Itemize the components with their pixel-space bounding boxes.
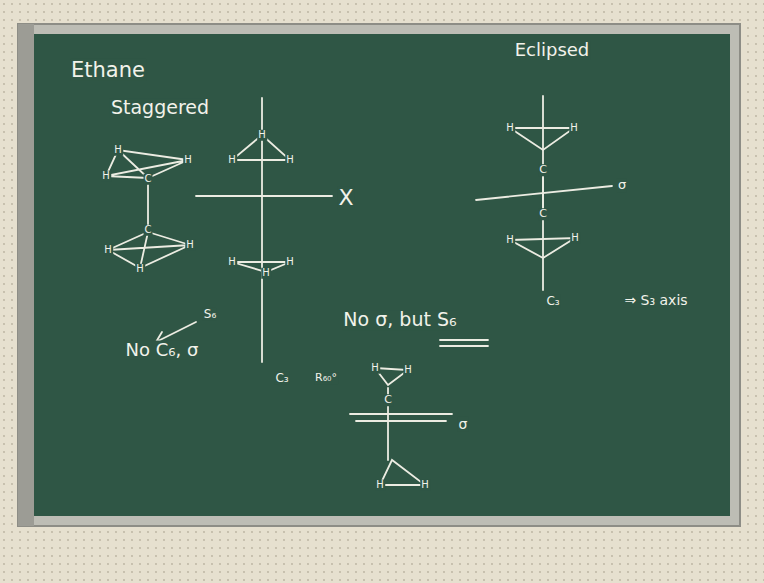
- chalk-label: X: [337, 186, 354, 209]
- chalk-label: H: [505, 123, 515, 134]
- chalk-label: C₃: [545, 295, 560, 308]
- chalk-label: H: [257, 130, 267, 141]
- chalk-label: C: [144, 225, 153, 236]
- title: Ethane: [70, 59, 146, 81]
- chalk-label: H: [375, 480, 385, 491]
- chalk-label: Staggered: [110, 98, 210, 118]
- chalk-label: σ: [617, 178, 627, 192]
- chalk-label: H: [370, 363, 380, 374]
- chalk-label: H: [505, 235, 515, 246]
- chalk-label: H: [420, 480, 430, 491]
- chalk-label: H: [403, 365, 413, 376]
- chalk-label: C₃: [274, 372, 289, 385]
- chalk-label: H: [185, 240, 195, 251]
- chalk-lines: [106, 96, 612, 485]
- chalk-label: H: [227, 257, 237, 268]
- board: [30, 34, 730, 516]
- chalk-label: σ: [458, 417, 469, 432]
- chalk-label: S₆: [203, 308, 217, 321]
- chalk-label: C: [538, 164, 548, 176]
- chalk-label: No σ, but S₆: [342, 310, 457, 330]
- chalk-label: H: [183, 155, 193, 166]
- chalk-label: H: [101, 171, 111, 182]
- chalk-label: H: [113, 145, 123, 156]
- chalk-label: H: [227, 155, 237, 166]
- board-frame-left: [18, 24, 34, 526]
- chalk-label: H: [285, 257, 295, 268]
- chalk-label: C: [144, 174, 153, 185]
- chalk-label: H: [569, 123, 579, 134]
- chalk-label: H: [135, 264, 145, 275]
- chalk-label: H: [261, 268, 271, 279]
- chalk-label: R₆₀°: [314, 372, 338, 384]
- board-frame: [18, 24, 740, 526]
- chalk-label: H: [570, 233, 580, 244]
- chalk-label: Eclipsed: [514, 41, 591, 60]
- chalk-label: ⇒ S₃ axis: [623, 293, 688, 308]
- chalk-label: H: [103, 245, 113, 256]
- chalk-label: H: [285, 155, 295, 166]
- chalk-label: No C₆, σ: [125, 341, 200, 360]
- chalk-label: C: [383, 394, 393, 406]
- chalk-label: C: [538, 208, 548, 220]
